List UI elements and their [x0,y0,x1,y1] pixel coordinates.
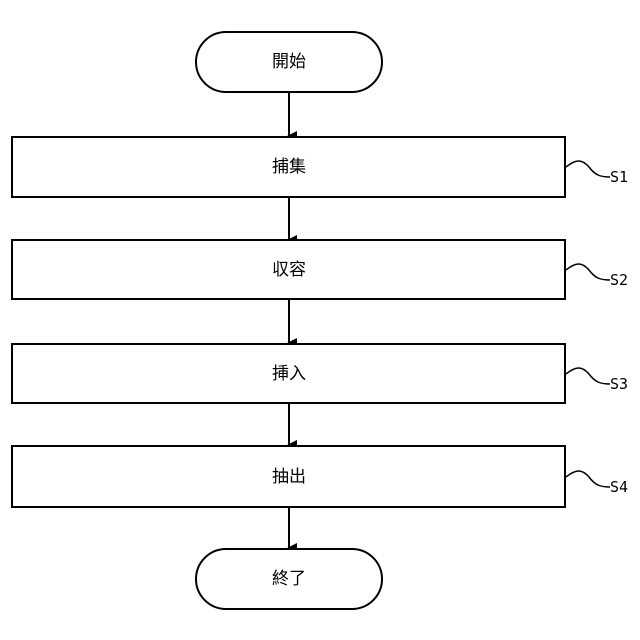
step-s4-leader-line [566,471,610,487]
step-s3-id: S3 [610,375,628,393]
process-step-s4: 抽出 S4 [12,446,628,507]
start-label: 開始 [272,52,306,72]
step-s1-id: S1 [610,168,628,186]
step-s4-id: S4 [610,478,628,496]
step-s3-leader-line [566,368,610,384]
step-s2-id: S2 [610,271,628,289]
start-terminator: 開始 [196,32,382,92]
process-step-s3-label: 挿入 [272,364,306,384]
process-step-s2: 収容 S2 [12,240,628,299]
process-step-s1-label: 捕集 [272,157,306,177]
process-step-s4-label: 抽出 [272,467,306,487]
end-terminator: 終了 [196,549,382,609]
process-step-s1: 捕集 S1 [12,137,628,197]
process-step-s2-label: 収容 [272,260,306,280]
step-s2-leader-line [566,264,610,280]
step-s1-leader-line [566,161,610,177]
end-label: 終了 [272,569,306,589]
process-step-s3: 挿入 S3 [12,344,628,403]
